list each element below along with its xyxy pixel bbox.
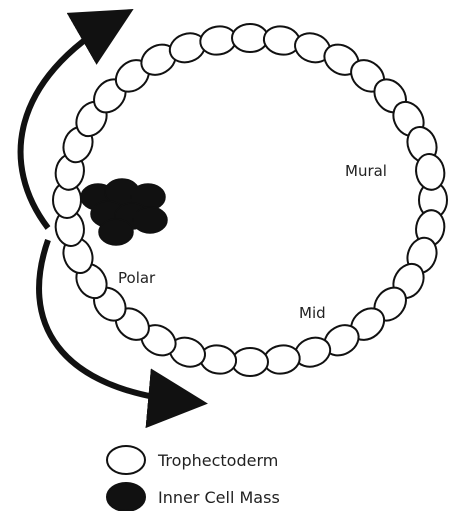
filled-oval-icon xyxy=(107,483,145,511)
trophectoderm-cell xyxy=(232,348,268,376)
inner-cell-mass-cell xyxy=(99,219,133,245)
region-label-polar: Polar xyxy=(118,269,156,287)
trophectoderm-cell xyxy=(232,24,268,52)
legend: Trophectoderm Inner Cell Mass xyxy=(107,446,280,511)
region-label-mid: Mid xyxy=(299,304,326,322)
inner-cell-mass xyxy=(81,179,167,245)
legend-label-inner-cell-mass: Inner Cell Mass xyxy=(158,488,280,507)
legend-label-trophectoderm: Trophectoderm xyxy=(157,451,278,470)
inner-cell-mass-cell xyxy=(133,207,167,233)
region-label-mural: Mural xyxy=(345,162,387,180)
hollow-oval-icon xyxy=(107,446,145,474)
legend-item-trophectoderm: Trophectoderm xyxy=(107,446,278,474)
legend-item-inner-cell-mass: Inner Cell Mass xyxy=(107,483,280,511)
